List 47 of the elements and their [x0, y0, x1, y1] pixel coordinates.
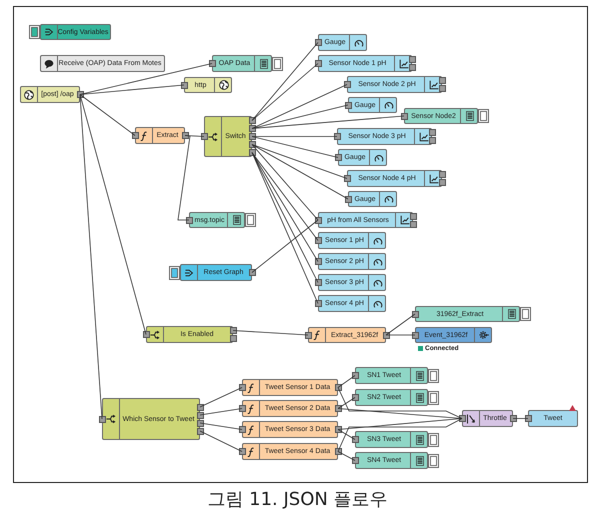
- wire: [386, 334, 416, 336]
- wire: [200, 430, 242, 452]
- node-box: [318, 34, 367, 51]
- wire: [338, 451, 356, 461]
- wire: [252, 63, 318, 121]
- node-box: [318, 295, 386, 312]
- node-box: [40, 55, 165, 72]
- wire: [338, 418, 462, 430]
- wire: [80, 84, 184, 95]
- wire: [184, 135, 204, 137]
- wire: [338, 408, 462, 419]
- wire: [338, 375, 356, 388]
- wire: [252, 136, 338, 158]
- node-box: [348, 97, 397, 113]
- wire: [338, 397, 356, 409]
- caption: 그림 11. JSON 플로우: [207, 488, 388, 512]
- node-box: [338, 149, 387, 166]
- wire: [338, 418, 462, 452]
- wire: [80, 63, 212, 95]
- wire: [252, 220, 318, 273]
- wire: [252, 152, 318, 262]
- node-box: [318, 274, 386, 291]
- node-box: [184, 77, 232, 93]
- wire: [252, 136, 338, 137]
- wire: [200, 408, 242, 416]
- wire: [252, 42, 318, 121]
- wire: [252, 104, 348, 129]
- wire: [252, 144, 348, 200]
- wire: [252, 144, 348, 179]
- wire: [252, 116, 404, 129]
- node-box: [348, 191, 397, 207]
- wire: [252, 84, 348, 129]
- wire: [338, 429, 356, 440]
- wire: [200, 422, 242, 430]
- wire: [386, 314, 416, 336]
- wire: [252, 144, 318, 220]
- wire: [512, 418, 528, 419]
- wire: [252, 152, 318, 241]
- wire: [80, 94, 146, 335]
- wire: [80, 94, 136, 136]
- node-box: [318, 232, 386, 249]
- wire: [338, 387, 462, 419]
- wire: [200, 387, 242, 408]
- node-box: [318, 253, 386, 270]
- wire: [80, 94, 102, 420]
- wire: [232, 330, 308, 336]
- wire: [178, 135, 190, 220]
